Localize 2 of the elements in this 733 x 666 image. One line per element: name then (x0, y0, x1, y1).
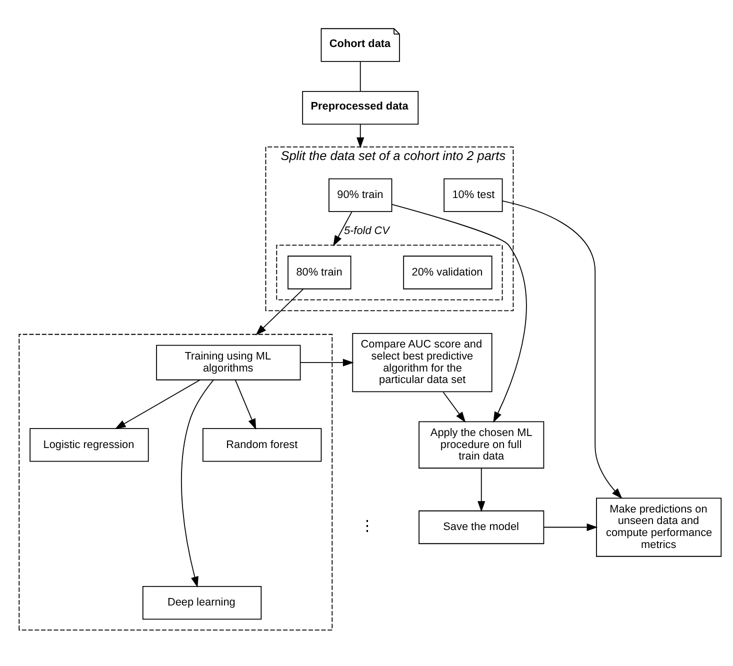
edge-label: 5-fold CV (344, 224, 390, 237)
label: ⋮ (360, 518, 376, 535)
